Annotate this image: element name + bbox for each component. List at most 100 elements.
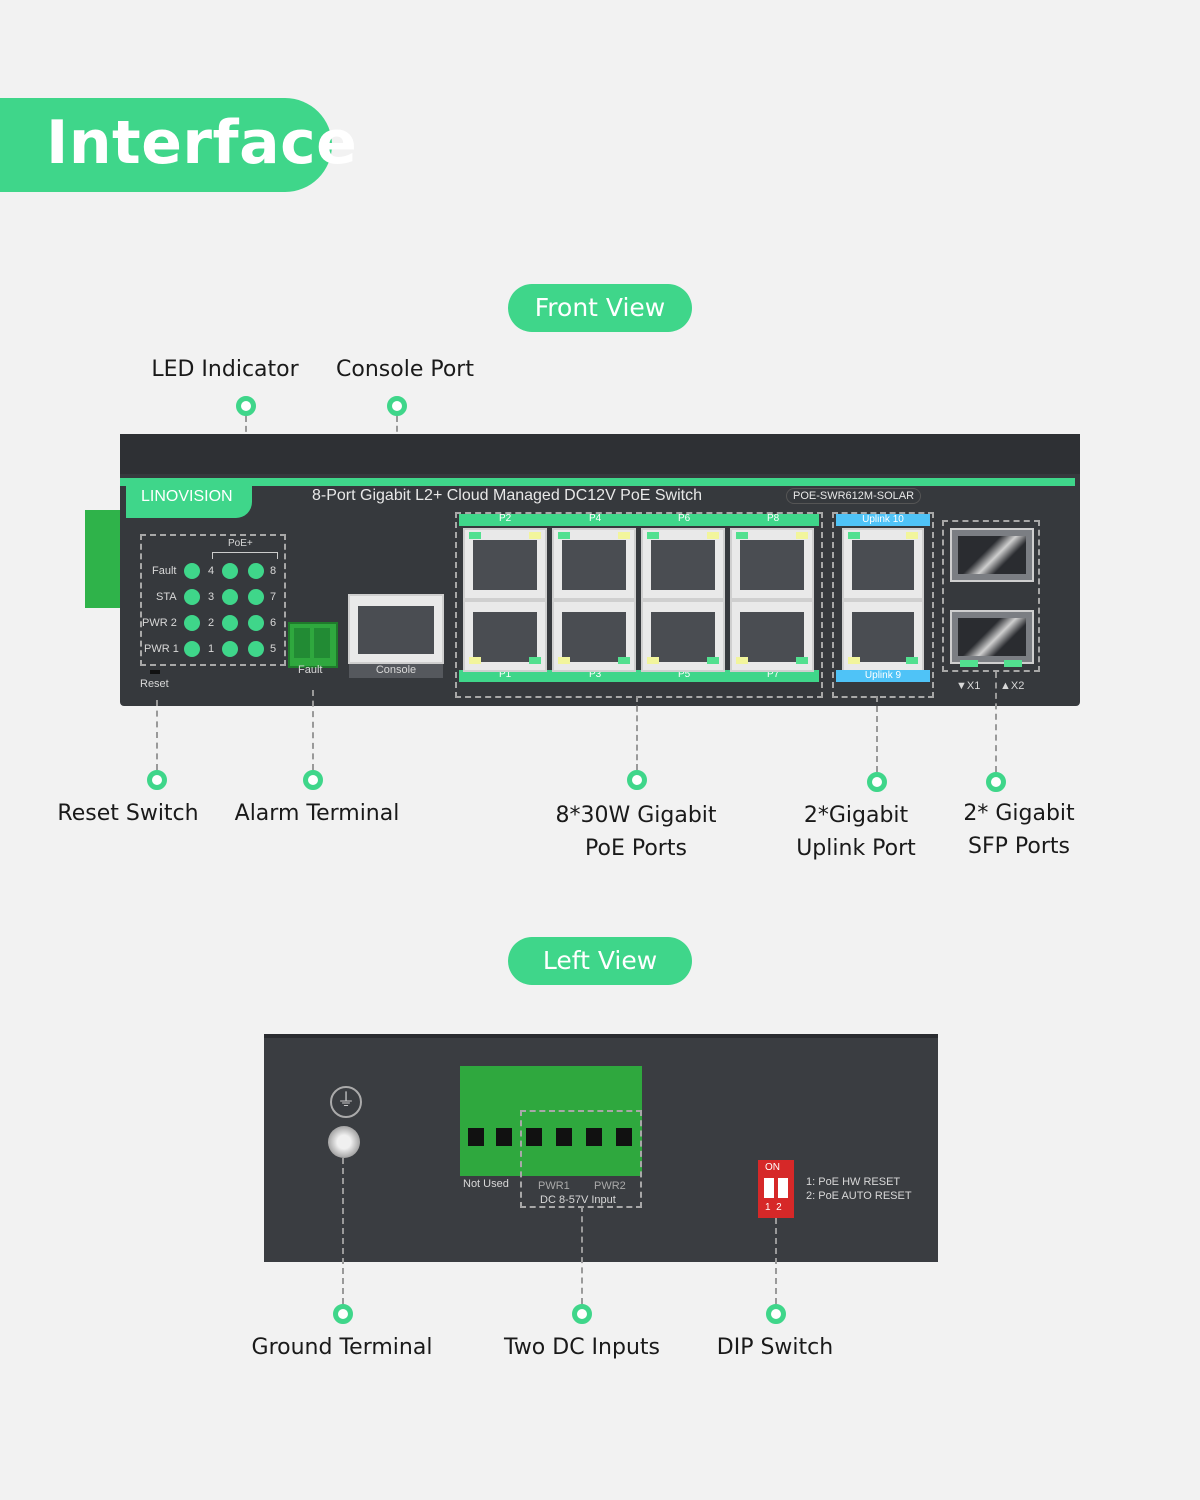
dc-terminal-block[interactable] [460,1066,642,1176]
model-number: POE-SWR612M-SOLAR [786,488,922,504]
alarm-terminal-block[interactable] [288,622,338,668]
port-led [529,532,541,539]
brand-logo: LINOVISION [141,488,233,505]
port-label: P5 [678,669,691,680]
pointer-dot [387,396,407,416]
uplink-ports-group: Uplink 10 Uplink 9 [832,512,934,698]
terminal-hole [496,1128,512,1146]
pointer-dot [303,770,323,790]
pointer-line [312,690,314,770]
status-led [248,641,264,657]
ground-screw-icon[interactable] [328,1126,360,1158]
callout-line: SFP Ports [968,834,1070,859]
dip-toggle[interactable] [764,1178,774,1198]
callout-line: 2* Gigabit [963,801,1075,826]
led-row: PWR 2 2 6 [142,614,284,634]
rj45-port[interactable] [552,528,636,600]
callout-reset-switch: Reset Switch [57,801,199,826]
sfp-cage [958,618,1026,656]
callout-sfp-ports: 2* Gigabit SFP Ports [944,797,1094,863]
pointer-dot [236,396,256,416]
pointer-dot [986,772,1006,792]
terminal-hole [526,1128,542,1146]
dip-note-2: 2: PoE AUTO RESET [806,1190,912,1202]
uplink-port[interactable] [842,528,924,600]
dip-toggle[interactable] [778,1178,788,1198]
dip-note-1: 1: PoE HW RESET [806,1176,901,1188]
rj45-port[interactable] [730,528,814,600]
terminal-hole [556,1128,572,1146]
not-used-label: Not Used [463,1178,509,1190]
port-led [529,657,541,664]
sfp-led [1004,660,1022,667]
led-number: 8 [270,565,277,577]
green-stripe [120,478,1075,486]
callout-ground-terminal: Ground Terminal [251,1335,433,1360]
uplink-label-bottom: Uplink 9 [836,670,930,682]
terminal-hole [586,1128,602,1146]
port-led [618,532,630,539]
dc-input-label: DC 8-57V Input [540,1194,616,1206]
led-row: Fault 4 8 [142,562,284,582]
callout-line: 2*Gigabit [803,803,909,828]
port-led [707,657,719,664]
reset-button[interactable] [150,670,160,674]
ground-symbol-icon: ⏚ [330,1086,362,1118]
top-port-strip: P2 P4 P6 P8 [459,513,819,526]
pointer-dot [333,1304,353,1324]
port-led [736,657,748,664]
port-led [469,657,481,664]
rj45-port[interactable] [641,528,725,600]
port-led [558,657,570,664]
callout-console-port: Console Port [336,357,474,382]
led-number: 2 [208,617,215,629]
rj45-port[interactable] [463,600,547,672]
port-led [647,532,659,539]
sfp-port[interactable] [950,528,1034,582]
dip-switch[interactable]: ON 1 2 [758,1160,794,1218]
port-led [848,657,860,664]
pointer-line [995,672,997,772]
callout-dc-inputs: Two DC Inputs [504,1335,660,1360]
pointer-line [581,1206,583,1304]
port-led [906,657,918,664]
callout-line: 8*30W Gigabit [555,803,717,828]
led-number: 3 [208,591,215,603]
sfp-port[interactable] [950,610,1034,664]
led-row-label: PWR 1 [144,643,179,655]
port-led [848,532,860,539]
switch-front-panel: LINOVISION 8-Port Gigabit L2+ Cloud Mana… [120,434,1080,706]
poe-label: PoE+ [228,538,253,549]
status-led [184,563,200,579]
uplink-label-top: Uplink 10 [836,514,930,526]
pointer-line [636,696,638,770]
terminal-slot [314,628,330,658]
port-led [906,532,918,539]
pointer-line [156,700,158,770]
pointer-dot [147,770,167,790]
console-label: Console [349,664,443,678]
led-row-label: STA [156,591,177,603]
rj45-port[interactable] [730,600,814,672]
fault-label: Fault [298,664,323,676]
port-led [736,532,748,539]
port-led [647,657,659,664]
brand-tab: LINOVISION [126,478,252,518]
led-panel: PoE+ Fault 4 8 STA 3 7 PWR 2 2 6 PWR [140,534,286,666]
rj45-port[interactable] [463,528,547,600]
pointer-dot [867,772,887,792]
port-label: P2 [499,513,512,524]
status-led [184,615,200,631]
callout-line: PoE Ports [585,836,687,861]
switch-side-panel: ⏚ Not Used PWR1 PWR2 DC 8-57V Input ON 1… [264,1034,938,1262]
port-led [796,532,808,539]
pointer-dot [572,1304,592,1324]
sfp-cage [958,536,1026,574]
led-number: 4 [208,565,215,577]
led-row-label: Fault [152,565,177,577]
sfp-ports-group [942,520,1040,672]
status-led [248,563,264,579]
status-led [248,615,264,631]
callout-poe-ports: 8*30W Gigabit PoE Ports [536,799,736,865]
console-port[interactable] [348,594,444,664]
